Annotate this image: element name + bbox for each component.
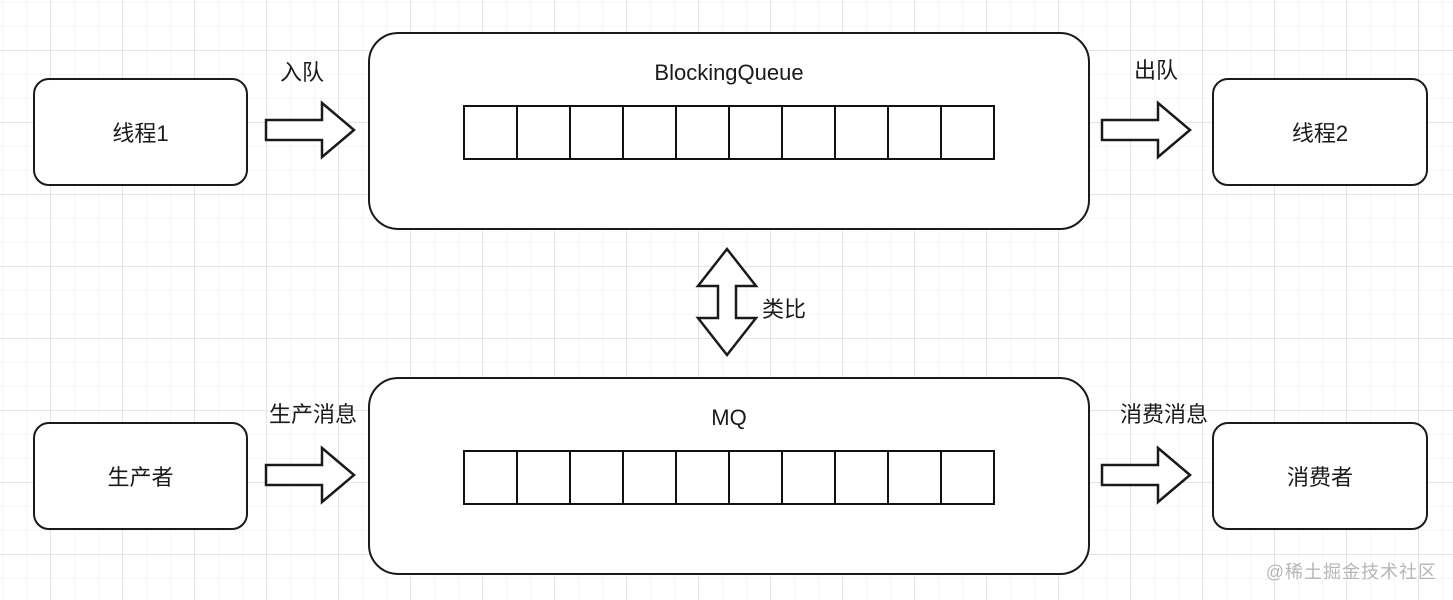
blockingqueue-container: BlockingQueue xyxy=(368,32,1090,230)
enqueue-label: 入队 xyxy=(279,60,324,85)
juejin-watermark: @稀土掘金技术社区 xyxy=(1265,562,1437,582)
blockingqueue-slots xyxy=(463,105,995,160)
consumer-label: 消费者 xyxy=(1286,465,1353,490)
queue-slot xyxy=(834,450,889,505)
blockingqueue-title: BlockingQueue xyxy=(654,60,804,85)
dequeue-arrow-icon xyxy=(1100,100,1192,160)
producer-label: 生产者 xyxy=(107,465,174,490)
queue-slot xyxy=(569,105,624,160)
analogy-label: 类比 xyxy=(762,297,807,322)
producer-box: 生产者 xyxy=(33,422,248,530)
queue-slot xyxy=(728,450,783,505)
enqueue-arrow-icon xyxy=(264,100,356,160)
queue-slot xyxy=(728,105,783,160)
dequeue-label: 出队 xyxy=(1133,58,1178,83)
produce-arrow-icon xyxy=(264,445,356,505)
produce-message-label: 生产消息 xyxy=(268,402,357,427)
consume-message-label: 消费消息 xyxy=(1119,402,1208,427)
queue-slot xyxy=(516,450,571,505)
thread2-box: 线程2 xyxy=(1212,78,1428,186)
queue-slot xyxy=(781,450,836,505)
queue-slot xyxy=(675,450,730,505)
mq-slots xyxy=(463,450,995,505)
thread1-box: 线程1 xyxy=(33,78,248,186)
consume-arrow-icon xyxy=(1100,445,1192,505)
mq-title: MQ xyxy=(711,405,747,430)
queue-slot xyxy=(569,450,624,505)
queue-slot xyxy=(675,105,730,160)
queue-slot xyxy=(834,105,889,160)
mq-container: MQ xyxy=(368,377,1090,575)
queue-slot xyxy=(622,105,677,160)
queue-slot xyxy=(622,450,677,505)
queue-slot xyxy=(887,105,942,160)
queue-slot xyxy=(781,105,836,160)
thread2-label: 线程2 xyxy=(1291,121,1349,146)
thread1-label: 线程1 xyxy=(112,121,169,146)
queue-slot xyxy=(516,105,571,160)
analogy-double-arrow-icon xyxy=(695,246,759,358)
queue-slot xyxy=(940,105,995,160)
consumer-box: 消费者 xyxy=(1212,422,1428,530)
queue-slot xyxy=(463,105,518,160)
queue-slot xyxy=(887,450,942,505)
queue-slot xyxy=(463,450,518,505)
queue-slot xyxy=(940,450,995,505)
